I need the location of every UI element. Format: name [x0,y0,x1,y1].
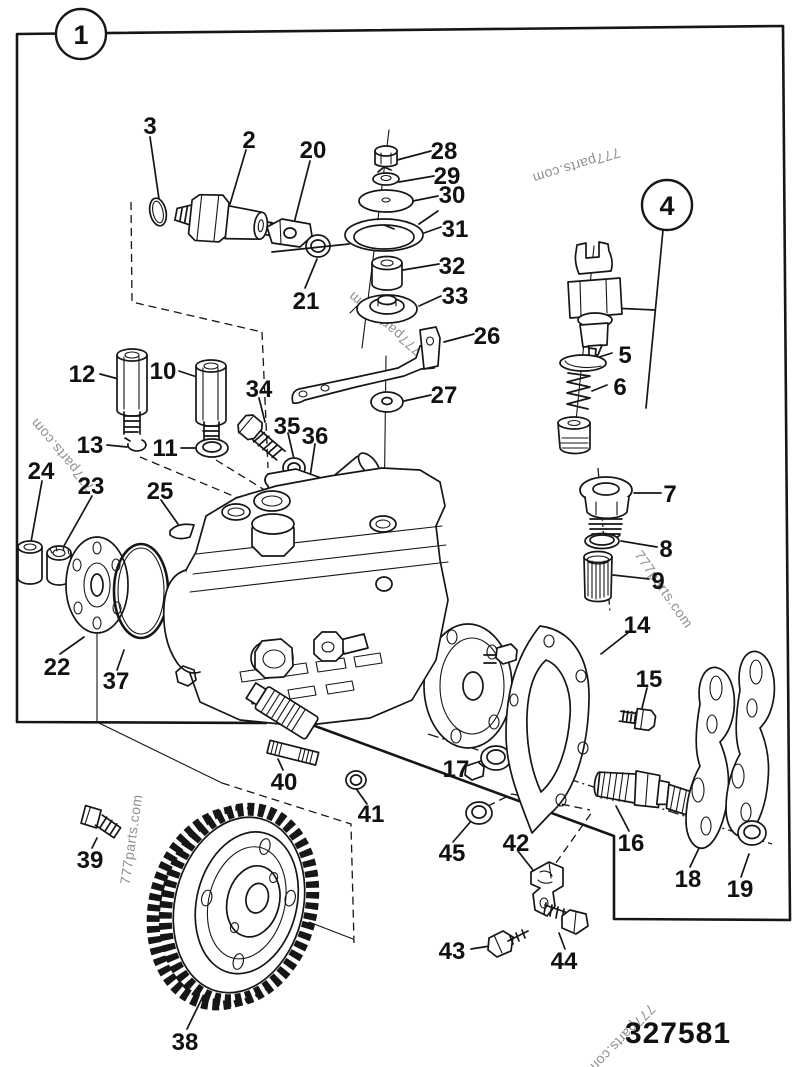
watermark-text: 777parts.com [531,145,623,187]
callout-label-33: 33 [442,283,469,310]
part-bolt-43 [487,929,529,958]
callout-label-6: 6 [613,374,626,401]
part-bolt-15 [618,707,657,732]
callout-label-27: 27 [431,382,458,409]
part-standoff-10 [195,359,227,441]
part-nut-41 [345,770,367,790]
callout-label-39: 39 [77,847,104,874]
part-gasket-18b [725,650,776,837]
part-hub-22 [65,536,129,634]
callout-label-36: 36 [302,423,329,450]
part-standoff-12 [116,348,148,435]
callout-label-34: 34 [246,376,273,403]
part-snapring-13 [124,437,147,452]
callout-label-17: 17 [443,756,470,783]
callout-label-30: 30 [439,182,466,209]
part-nut-19 [737,820,767,846]
part-bush-32 [371,255,403,291]
part-washer-27 [370,391,404,413]
part-bracket-20 [266,218,313,248]
callout-label-10: 10 [150,358,177,385]
part-cam-33 [349,294,418,324]
part-disc-30 [358,189,414,213]
part-solenoid-4 [567,241,623,356]
callout-label-14: 14 [624,612,651,639]
callout-label-31: 31 [442,216,469,243]
part-nut-45 [465,801,493,825]
callout-label-19: 19 [727,876,754,903]
part-bolt-34 [237,414,286,461]
callout-label-41: 41 [358,801,385,828]
callout-label-2: 2 [242,127,255,154]
callout-label-11: 11 [152,435,177,462]
callout-label-12: 12 [69,361,96,388]
part-stud-40 [266,739,320,766]
callout-label-29: 29 [434,163,461,190]
part-spring-6 [566,372,591,410]
part-washer-29 [372,166,400,186]
callout-label-45: 45 [439,840,466,867]
callout-label-15: 15 [636,666,663,693]
part-gear-38 [146,802,320,1011]
part-spring-31 [271,210,439,253]
part-number: 327581 [625,1017,731,1050]
part-spacer-24 [17,540,43,585]
ref-circle-label-1: 1 [73,20,88,50]
callout-label-13: 13 [77,432,104,459]
leader-lines [30,136,750,1030]
callout-label-21: 21 [293,288,320,315]
callout-label-24: 24 [28,458,55,485]
part-key-25 [169,523,195,540]
callout-label-7: 7 [663,481,676,508]
callout-label-37: 37 [103,668,130,695]
ref-circle-4 [640,178,694,232]
part-bracket-26 [291,326,441,405]
part-collar-23 [46,545,72,586]
part-bolt-39 [80,804,122,839]
callout-label-16: 16 [618,830,645,857]
reference-circle-layer: 14 [54,7,694,232]
callout-label-23: 23 [78,473,105,500]
part-oring-3 [148,197,168,227]
callout-label-44: 44 [551,948,578,975]
watermark-text: 777parts.com [117,793,145,885]
callout-label-8: 8 [659,536,672,563]
part-plug-7 [579,476,633,540]
callout-label-40: 40 [271,769,298,796]
callout-label-43: 43 [439,938,466,965]
callout-label-38: 38 [172,1029,199,1056]
callout-label-28: 28 [431,138,458,165]
part-pump-body [162,467,518,781]
callout-label-18: 18 [675,866,702,893]
callout-label-5: 5 [618,342,631,369]
ref-circle-1 [54,7,108,61]
callout-label-20: 20 [300,137,327,164]
part-oring-8 [584,532,620,550]
part-nut-28 [374,145,398,168]
part-valve-5 [559,347,607,372]
callout-label-42: 42 [503,830,530,857]
callout-label-22: 22 [44,654,71,681]
part-guide-cylinder [557,416,591,455]
callout-label-25: 25 [147,478,174,505]
callout-label-9: 9 [651,568,664,595]
part-nut-21 [305,234,331,258]
part-bracket-14 [505,625,590,834]
part-washer-11 [195,438,229,458]
part-filter-9 [583,550,613,603]
callout-label-32: 32 [439,253,466,280]
ref-circle-label-4: 4 [659,191,674,221]
part-sensor-2 [174,193,286,243]
callout-label-3: 3 [143,113,156,140]
callout-label-35: 35 [274,413,301,440]
part-bolt-44 [543,902,589,935]
callout-label-26: 26 [474,323,501,350]
